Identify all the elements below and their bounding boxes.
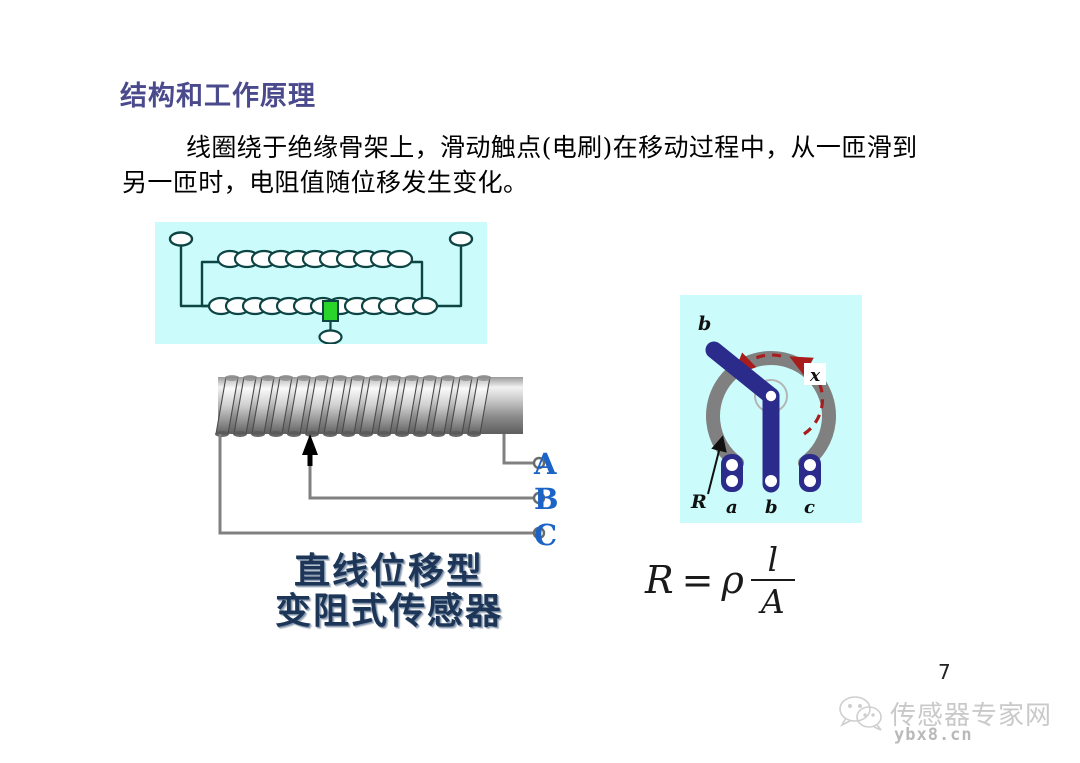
terminal-nodes — [532, 456, 546, 540]
wire-to-C — [218, 434, 535, 535]
watermark: 传感器专家网 ybx8.cn — [838, 694, 1068, 754]
terminal-label-b: B — [534, 482, 559, 516]
rotary-schematic-svg: b x R a b c — [690, 313, 836, 518]
slider-brush — [318, 300, 343, 344]
caption-line-1: 直线位移型 — [293, 551, 484, 592]
top-windings — [216, 249, 414, 269]
linear-potentiometer-diagram — [155, 222, 487, 344]
resistive-ring — [706, 351, 836, 470]
body-paragraph: 线圈绕于绝缘骨架上，滑动触点(电刷)在移动过程中，从一匝滑到另一匝时，电阻值随位… — [122, 133, 918, 197]
page-title: 结构和工作原理 — [120, 81, 316, 112]
label-terminal-a: a — [726, 497, 738, 518]
wiper-stem — [307, 452, 313, 466]
terminal-wiring — [218, 434, 535, 535]
left-terminal-ring — [168, 231, 194, 247]
terminal-pad-a — [721, 454, 743, 492]
rotary-potentiometer-diagram: b x R a b c — [680, 295, 862, 523]
wiper-arm — [705, 341, 780, 493]
wechat-icon — [839, 696, 882, 731]
label-terminal-b: b — [765, 497, 778, 518]
resistance-leader-arrow — [707, 435, 727, 495]
wire-to-B — [308, 448, 535, 500]
right-lead-wire — [429, 242, 463, 308]
terminal-label-a: A — [534, 447, 557, 481]
x-label-backdrop — [804, 363, 826, 385]
terminal-pad-c — [799, 454, 821, 492]
left-lead-wire — [179, 242, 213, 308]
wire-to-A — [502, 434, 535, 465]
watermark-text: 传感器专家网 — [890, 700, 1053, 731]
formula-fraction-bar — [750, 578, 795, 581]
formula-equals: = — [681, 558, 714, 602]
wiper-arrow — [302, 434, 318, 455]
formula-rho: ρ — [721, 558, 744, 602]
linear-schematic-svg — [168, 231, 474, 344]
wiper-terminal-hole — [765, 475, 777, 487]
label-terminal-c: c — [804, 497, 815, 518]
label-resistance-R: R — [690, 491, 707, 513]
resistance-formula: R = ρ l A — [645, 540, 835, 620]
formula-denominator: A — [760, 581, 785, 621]
formula-numerator: l — [767, 539, 779, 579]
coil-turns — [215, 375, 491, 437]
watermark-url: ybx8.cn — [894, 725, 973, 745]
label-ring-b: b — [698, 313, 711, 335]
diagram-caption: 直线位移型 变阻式传感器 — [244, 552, 534, 632]
caption-line-2: 变阻式传感器 — [274, 591, 503, 632]
formula-lhs: R — [645, 558, 674, 602]
helical-coil-svg — [215, 375, 546, 540]
formula-fraction: l A — [750, 539, 795, 621]
terminal-label-c: C — [534, 518, 558, 552]
wiper-pivot — [765, 390, 777, 402]
label-displacement-x: x — [809, 366, 821, 386]
helical-coil-diagram — [198, 360, 598, 560]
page-number: 7 — [938, 660, 951, 684]
right-terminal-ring — [448, 231, 474, 247]
bottom-windings — [207, 296, 439, 316]
